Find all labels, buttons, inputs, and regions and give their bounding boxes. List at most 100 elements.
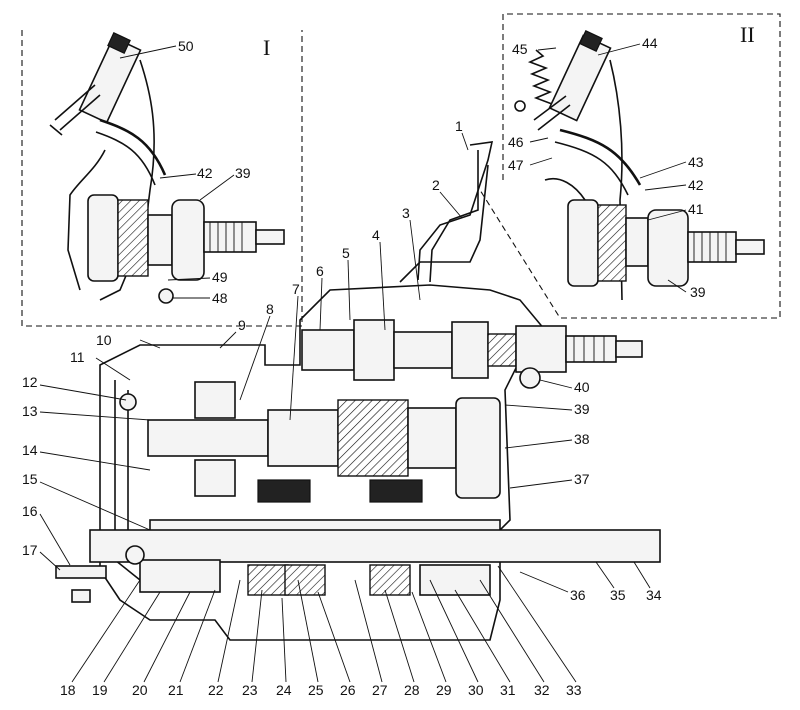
countershaft-gear: [337, 399, 409, 477]
label-3: 3: [402, 205, 410, 221]
leader-10: [139, 339, 161, 349]
leader-27: [354, 579, 383, 683]
label-d2-47: 47: [508, 157, 524, 173]
label-27: 27: [372, 682, 388, 698]
leader-d2-42: [644, 184, 687, 191]
shift-bracket: [417, 141, 494, 281]
leader-7: [289, 295, 299, 421]
input-coupling: [301, 329, 355, 371]
input-shaft-body: [393, 331, 453, 369]
detail-two-housing-inner: [544, 178, 586, 201]
main-shaft: [89, 529, 661, 563]
countershaft-front: [147, 419, 269, 457]
main-shaft-front-nut: [125, 545, 145, 565]
input-spring-pack: [487, 333, 517, 367]
detail-two-shaft-splines: [693, 232, 727, 262]
detail-two-gear-pack: [567, 199, 765, 287]
leader-12: [39, 384, 127, 401]
synchro-hub-upper-1: [257, 479, 311, 503]
detail-one-lever-pivot: [158, 288, 174, 304]
label-d1-49: 49: [212, 269, 228, 285]
countershaft-mid: [267, 409, 339, 467]
input-shaft-splines: [573, 336, 605, 362]
leader-6: [319, 277, 323, 331]
leader-30: [429, 579, 479, 683]
detail-view-two: II 45 44 46 47 4: [479, 13, 781, 319]
synchro-1: [247, 564, 289, 596]
label-21: 21: [168, 682, 184, 698]
leader-34: [633, 561, 651, 589]
detail-two-gear-left: [567, 199, 599, 287]
label-24: 24: [276, 682, 292, 698]
leader-8: [239, 315, 271, 401]
label-d1-39: 39: [235, 165, 251, 181]
leader-38: [504, 439, 573, 449]
detail-two-shaft-end: [735, 239, 765, 255]
label-4: 4: [372, 227, 380, 243]
label-d2-46: 46: [508, 134, 524, 150]
leader-d1-49: [167, 277, 211, 281]
leader-18: [71, 579, 141, 683]
leader-33: [497, 565, 577, 683]
detail-one-shaft: [203, 221, 257, 253]
leader-39: [504, 404, 573, 411]
label-7: 7: [292, 281, 300, 297]
leader-25: [297, 579, 319, 683]
label-40: 40: [574, 379, 590, 395]
countershaft-assembly: [119, 381, 501, 499]
detail-view-one-label: I: [263, 35, 270, 60]
detail-view-two-label: II: [740, 22, 755, 47]
leader-31: [454, 589, 511, 683]
label-d1-48: 48: [212, 290, 228, 306]
label-11: 11: [70, 349, 85, 365]
detail-one-synchro: [147, 214, 173, 266]
label-22: 22: [208, 682, 224, 698]
countershaft-rear-gear: [455, 397, 501, 499]
detail-one-gear-right: [171, 199, 205, 281]
detail-one-housing-edge: [99, 59, 155, 301]
leader-22: [217, 579, 241, 683]
input-output-shaft: [565, 335, 617, 363]
label-39: 39: [574, 401, 590, 417]
detail-two-spring-hook: [514, 100, 526, 112]
detail-two-servo-body: [548, 34, 612, 122]
detail-two-synchro: [625, 217, 649, 267]
front-bolt: [71, 589, 91, 603]
input-shaft-assembly: [301, 319, 643, 389]
label-17: 17: [22, 542, 38, 558]
label-2: 2: [432, 177, 440, 193]
label-38: 38: [574, 431, 590, 447]
label-15: 15: [22, 471, 38, 487]
countershaft-front-bearing-lower: [194, 459, 236, 497]
detail-view-one: I 50 42 39 49: [21, 30, 303, 327]
label-6: 6: [316, 263, 324, 279]
leader-d2-44: [597, 43, 641, 56]
label-36: 36: [570, 587, 586, 603]
detail-two-rod: [533, 95, 571, 131]
leader-4: [379, 241, 386, 331]
leader-d2-39: [667, 279, 687, 293]
leader-1: [461, 132, 469, 151]
detail-two-gear-mid: [597, 204, 627, 282]
leader-32: [479, 579, 545, 683]
label-25: 25: [308, 682, 324, 698]
detail-one-housing-inner: [67, 149, 106, 291]
label-28: 28: [404, 682, 420, 698]
detail-one-shaft-splines: [209, 222, 243, 252]
label-37: 37: [574, 471, 590, 487]
detail-view-two-border: [479, 13, 781, 319]
leader-16: [39, 513, 71, 566]
input-gear-1: [353, 319, 395, 381]
label-d1-50: 50: [178, 38, 194, 54]
label-32: 32: [534, 682, 550, 698]
countershaft-front-bearing: [194, 381, 236, 419]
detail-two-fork-arm-2: [554, 141, 629, 196]
leader-d1-39: [199, 174, 235, 201]
label-30: 30: [468, 682, 484, 698]
synchro-3: [369, 564, 411, 596]
leader-d2-43: [639, 161, 687, 179]
leader-24: [281, 597, 287, 683]
label-12: 12: [22, 374, 38, 390]
label-9: 9: [238, 317, 246, 333]
